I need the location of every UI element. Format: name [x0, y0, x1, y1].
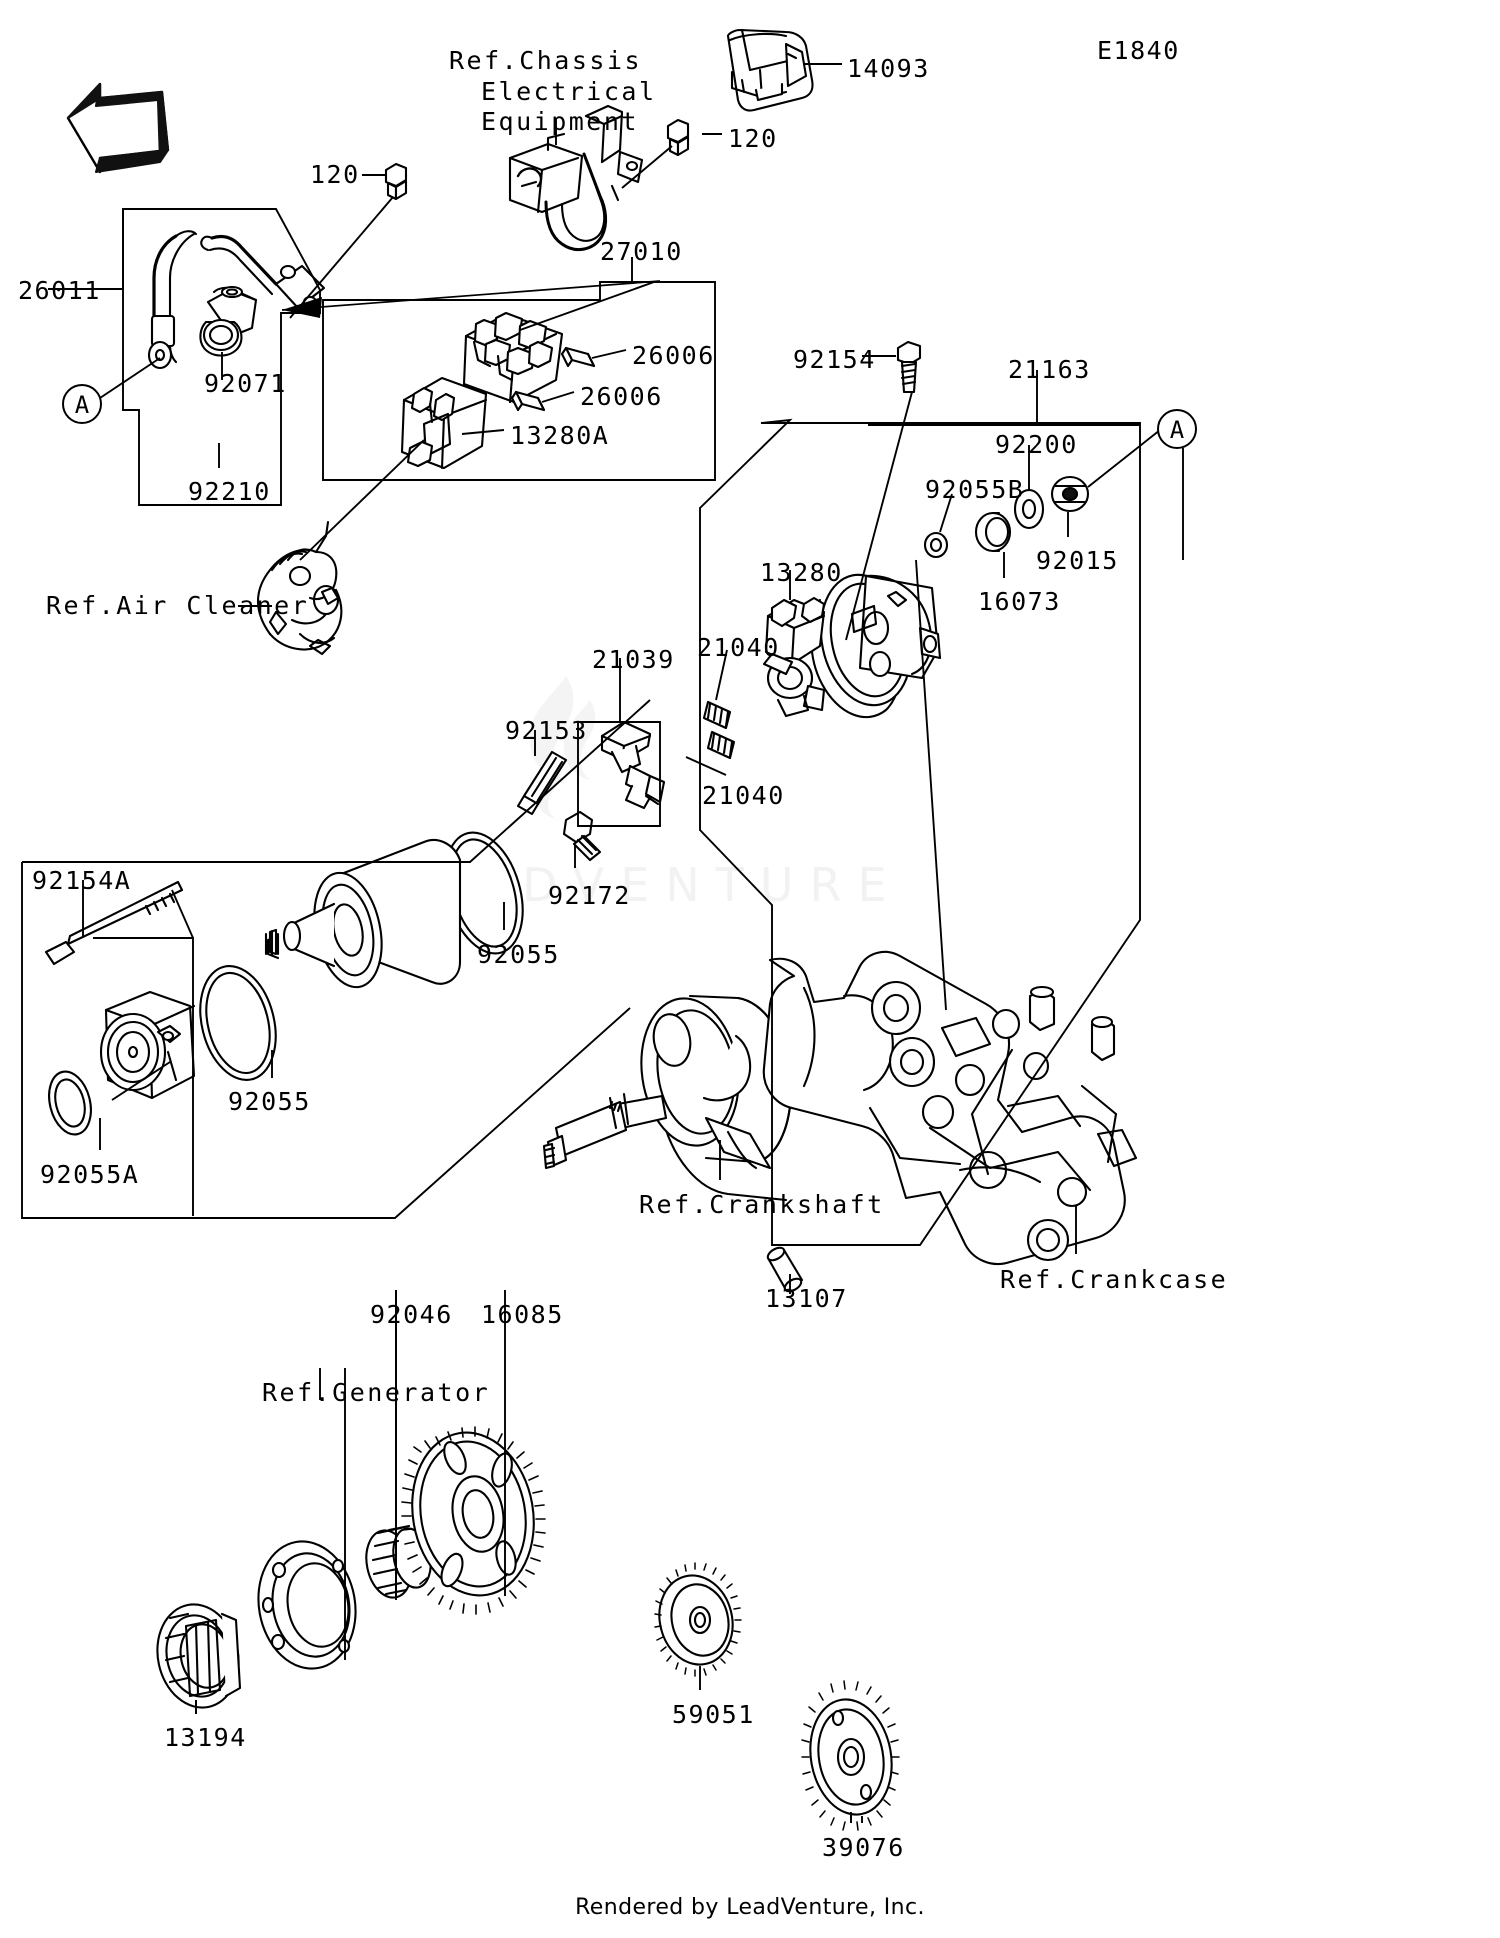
circle-ref-a-right: A: [1157, 409, 1197, 449]
part-59051-gear: [654, 1562, 742, 1677]
part-number-label: 92055B: [925, 475, 1025, 504]
part-14093-cover: [726, 28, 814, 112]
circle-ref-a-left: A: [62, 384, 102, 424]
reference-label-line: Electrical: [481, 76, 657, 106]
part-92172-bolt: [562, 810, 602, 862]
part-92153-screw: [516, 750, 568, 816]
part-13280A-relay: [400, 376, 488, 470]
part-92055B-oring: [923, 531, 949, 559]
part-21039-brush-assembly: [600, 720, 666, 810]
ref-generator-ring: [257, 1540, 357, 1670]
svg-text:A: A: [1170, 416, 1185, 444]
reference-label-line: Ref.Generator: [262, 1378, 491, 1407]
part-number-label: 120: [728, 124, 778, 153]
part-120-bolt-left: [384, 162, 408, 201]
part-number-label: 92015: [1036, 546, 1119, 575]
part-number-label: 92210: [188, 477, 271, 506]
ref-chassis-connector: [508, 104, 644, 252]
part-92015-nut: [1050, 475, 1090, 513]
part-92055-oring-left: [199, 965, 277, 1081]
part-number-label: 21040: [697, 633, 780, 662]
ref-crankshaft: [542, 994, 792, 1202]
ref-crankcase: [762, 950, 1138, 1265]
reference-label: Ref.Crankcase: [1000, 1265, 1228, 1296]
part-number-label: 16085: [481, 1300, 564, 1329]
part-92154A-bolt: [44, 880, 184, 966]
part-number-label: 92071: [204, 369, 287, 398]
reference-label-line: Ref.Chassis: [449, 46, 643, 75]
diagram-code: E1840: [1097, 36, 1180, 65]
part-motor-end-cover: [99, 990, 196, 1100]
part-number-label: 120: [310, 160, 360, 189]
part-starter-motor-body: [264, 838, 462, 989]
part-number-label: 92154: [793, 345, 876, 374]
part-number-label: 92055: [228, 1087, 311, 1116]
part-39076-gear: [801, 1680, 900, 1831]
part-number-label: 92153: [505, 716, 588, 745]
part-number-label: 21040: [702, 781, 785, 810]
part-number-label: 13280A: [510, 421, 610, 450]
part-26011-cable: [147, 230, 326, 370]
reference-label: Ref.Air Cleaner: [46, 591, 309, 622]
part-number-label: 92154A: [32, 866, 132, 895]
part-13194-clutch: [156, 1603, 242, 1709]
part-21040-brush-lower: [706, 730, 736, 760]
part-13107-shaft: [766, 1246, 804, 1293]
part-number-label: 26011: [18, 276, 101, 305]
reference-label: Ref.Generator: [262, 1378, 490, 1409]
part-number-label: 92055: [477, 940, 560, 969]
part-number-label: 26006: [580, 382, 663, 411]
part-21040-brush-upper: [702, 700, 732, 730]
part-number-label: 13107: [765, 1284, 848, 1313]
part-92055A-oring: [48, 1070, 92, 1136]
part-26006-fuse-lower: [510, 390, 546, 412]
footer-credit: Rendered by LeadVenture, Inc.: [575, 1895, 925, 1920]
part-number-label: 39076: [822, 1833, 905, 1862]
svg-text:A: A: [75, 391, 90, 419]
reference-label-line: Ref.Crankshaft: [639, 1190, 885, 1219]
part-number-label: 27010: [600, 237, 683, 266]
reference-label-line: Ref.Crankcase: [1000, 1265, 1229, 1294]
part-27010-relay: [462, 311, 564, 404]
part-number-label: 16073: [978, 587, 1061, 616]
reference-label: Ref.Crankshaft: [639, 1190, 885, 1221]
part-number-label: 92055A: [40, 1160, 140, 1189]
part-92154-bolt: [896, 340, 922, 394]
part-number-label: 26006: [632, 341, 715, 370]
part-number-label: 13280: [760, 558, 843, 587]
front-arrow-icon: [66, 82, 170, 174]
part-number-label: 92046: [370, 1300, 453, 1329]
part-number-label: 21163: [1008, 355, 1091, 384]
part-13280-brush-holder: [762, 596, 826, 718]
part-number-label: 92200: [995, 430, 1078, 459]
reference-label-line: Equipment: [481, 107, 639, 136]
part-number-label: 21039: [592, 645, 675, 674]
part-92071-cap: [199, 285, 258, 357]
part-16073-bush: [974, 511, 1012, 553]
part-number-label: 92172: [548, 881, 631, 910]
part-16085-gear: [401, 1426, 546, 1615]
part-number-label: 59051: [672, 1700, 755, 1729]
part-number-label: 14093: [847, 54, 930, 83]
part-26006-fuse-upper: [560, 346, 596, 368]
reference-label-line: Ref.Air Cleaner: [46, 591, 310, 620]
part-number-label: 13194: [164, 1723, 247, 1752]
ref-air-cleaner-duct: [257, 520, 343, 656]
